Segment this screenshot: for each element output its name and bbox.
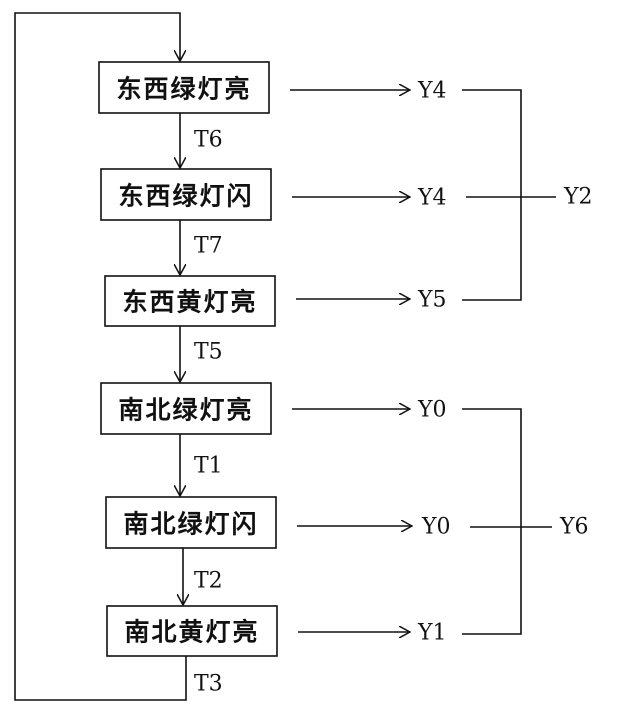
state-box: 东西绿灯亮 [98, 61, 270, 114]
state-label: 东西绿灯亮 [116, 75, 251, 104]
state-box: 东西绿灯闪 [100, 168, 272, 221]
group-bracket [462, 408, 552, 635]
transition-label: T3 [194, 672, 223, 697]
output-label: Y5 [417, 288, 447, 313]
state-box: 南北绿灯闪 [105, 496, 277, 549]
group-label: Y6 [559, 515, 589, 540]
transition-label: T2 [194, 569, 223, 594]
output-label: Y1 [417, 621, 447, 646]
transition-label: T7 [194, 234, 223, 259]
state-label: 东西黄灯亮 [122, 288, 257, 317]
transition-label: T6 [194, 128, 223, 153]
group-bracket [462, 89, 556, 301]
state-label: 南北绿灯闪 [123, 510, 258, 539]
output-label: Y0 [421, 515, 451, 540]
state-box: 东西黄灯亮 [104, 275, 276, 327]
state-label: 南北绿灯亮 [118, 396, 253, 425]
group-label: Y2 [563, 185, 593, 210]
state-box: 南北黄灯亮 [106, 605, 278, 657]
transition-label: T5 [194, 340, 223, 365]
output-label: Y0 [417, 398, 447, 423]
transition-label: T1 [194, 454, 223, 479]
state-label: 东西绿灯闪 [118, 182, 253, 211]
state-box: 南北绿灯亮 [100, 382, 272, 435]
state-label: 南北黄灯亮 [124, 618, 259, 647]
output-label: Y4 [417, 79, 447, 104]
loop-back-line [14, 12, 187, 701]
output-label: Y4 [417, 186, 447, 211]
